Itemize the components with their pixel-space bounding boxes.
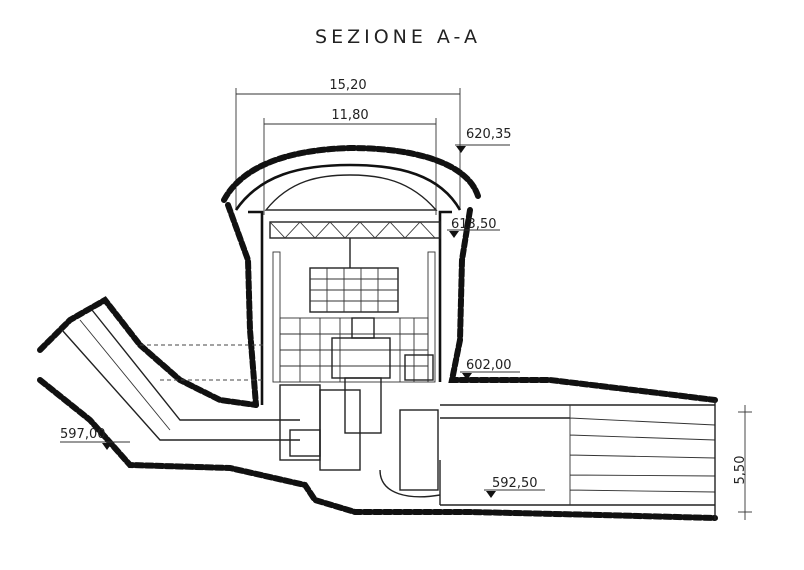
penstock: [61, 309, 321, 457]
level-floor-label: 602,00: [466, 358, 512, 373]
level-inlet-label: 597,00: [60, 427, 106, 442]
dimension-inner-width: 11,80: [263, 108, 437, 215]
level-floor: 602,00: [460, 358, 520, 380]
inner-width-label: 11,80: [331, 108, 368, 123]
level-crown-label: 620,35: [466, 127, 512, 142]
height-label: 5,50: [733, 456, 748, 485]
dimension-height: 5,50: [733, 405, 752, 520]
level-crane-label: 613,50: [451, 217, 497, 232]
rock-mass: [37, 144, 718, 521]
level-inlet: 597,00: [60, 427, 130, 450]
drawing-title: SEZIONE A-A: [315, 26, 481, 48]
level-tailrace-label: 592,50: [492, 476, 538, 491]
level-crane: 613,50: [447, 217, 500, 238]
outer-width-label: 15,20: [329, 78, 366, 93]
dimension-outer-width: 15,20: [235, 78, 461, 210]
level-crown: 620,35: [455, 127, 512, 153]
cavern-structure: [234, 163, 462, 505]
level-tailrace: 592,50: [484, 476, 545, 498]
tailrace: [440, 400, 716, 520]
